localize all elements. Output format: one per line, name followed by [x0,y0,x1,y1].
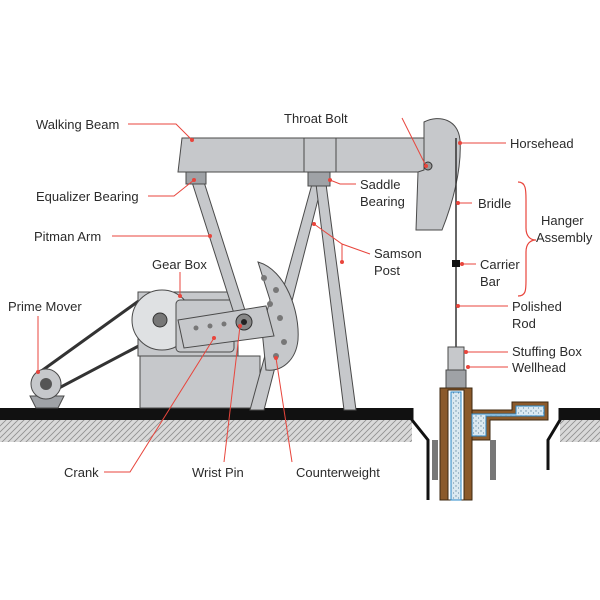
walking-beam-group [177,118,461,231]
leader-equalizer-bearing [148,179,195,197]
labels: Walking Beam Throat Bolt Horsehead Equal… [8,111,593,480]
saddle-bearing [307,171,331,187]
leader-saddle-bearing [329,179,356,185]
soil-layer-left [0,418,412,442]
label-saddle-bearing-line1: Saddle [360,177,400,192]
stuffing-box [447,346,465,372]
horsehead [415,118,461,231]
label-walking-beam: Walking Beam [36,117,119,132]
leader-wrist-pin [223,325,241,463]
label-samson-post-line2: Post [374,263,400,278]
pump-base [139,355,261,409]
leader-counterweight [275,357,293,463]
wrist-pin [241,319,247,325]
label-wrist-pin: Wrist Pin [192,465,244,480]
label-samson-post-line1: Samson [374,246,422,261]
label-equalizer-bearing: Equalizer Bearing [36,189,139,204]
wellhead [432,369,549,501]
counterweight-holes [193,275,287,359]
label-carrier-bar-line2: Bar [480,274,501,289]
rod-string [447,138,465,372]
label-wellhead: Wellhead [512,360,566,375]
ground [0,408,600,500]
prime-mover-hub [40,378,52,390]
ground-surface-left [0,408,412,420]
soil-layer-right [560,418,600,442]
label-throat-bolt: Throat Bolt [284,111,348,126]
label-bridle: Bridle [478,196,511,211]
label-saddle-bearing-line2: Bearing [360,194,405,209]
label-polished-rod-line1: Polished [512,299,562,314]
leader-samson-post [313,223,371,262]
samson-post-rear-leg [315,183,357,411]
label-gear-box: Gear Box [152,257,207,272]
label-polished-rod-line2: Rod [512,316,536,331]
leader-crank [104,337,215,473]
label-counterweight: Counterweight [296,465,380,480]
equalizer-bearing [185,171,207,185]
leader-walking-beam [128,123,193,141]
casing-support-left [432,440,438,480]
label-carrier-bar-line1: Carrier [480,257,520,272]
label-pitman-arm: Pitman Arm [34,229,101,244]
well-pit [410,408,562,500]
carrier-bar [452,260,460,267]
label-prime-mover: Prime Mover [8,299,82,314]
label-crank: Crank [64,465,99,480]
flow-line-fluid [471,405,545,437]
label-stuffing-box: Stuffing Box [512,344,582,359]
leader-lines [36,117,537,473]
casing-support-right [490,440,496,480]
ground-surface-right [560,408,600,420]
prime-mover-group [29,298,151,409]
gear-box-sheave-hub [152,312,168,328]
label-hanger-assembly-line2: Assembly [536,230,593,245]
label-horsehead: Horsehead [510,136,574,151]
wellhead-body [445,369,467,389]
tubing-fluid [450,391,462,501]
samson-post [249,183,357,411]
hanger-assembly-brace [517,181,537,297]
leader-throat-bolt [401,117,427,167]
label-hanger-assembly-line1: Hanger [541,213,584,228]
